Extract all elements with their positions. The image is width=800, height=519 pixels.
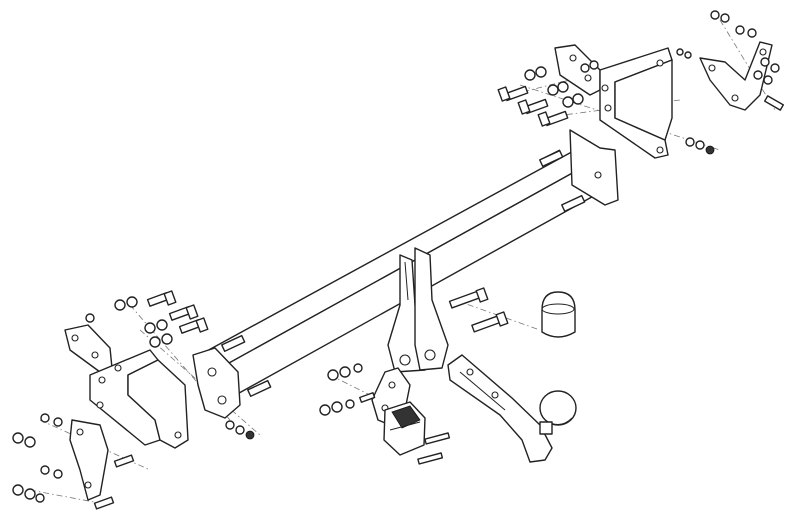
electric-socket [383,401,426,456]
tow-ball-neck [447,354,577,463]
socket-screws [359,392,451,465]
right-side-bracket [554,44,673,159]
socket-fasteners [319,363,363,416]
left-beam-end-plate [192,334,272,419]
right-reinforcement-plate [699,41,773,111]
center-mounting-brackets [387,247,449,373]
left-bolts-washers [12,290,255,510]
center-bracket-bolts [448,287,509,333]
left-side-bracket [64,324,189,449]
tow-ball-cover [541,291,576,338]
right-bolts-washers [497,10,784,155]
left-reinforcement-plate [69,419,109,501]
right-beam-end-plate [539,129,619,212]
